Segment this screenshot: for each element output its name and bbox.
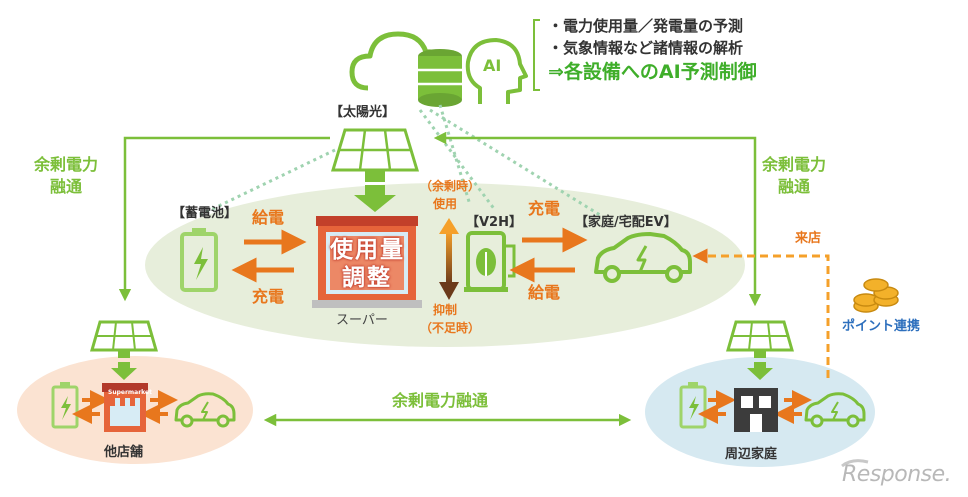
ai-head-icon xyxy=(465,38,528,104)
visit-dashed-line xyxy=(692,248,830,378)
shortage-time-label: （不足時） xyxy=(420,321,481,335)
nearby-house-icon xyxy=(734,388,778,432)
solar-panel-right xyxy=(726,320,794,380)
use-label: 使用 xyxy=(433,197,458,211)
supply-label-ev: 給電 xyxy=(528,283,561,302)
store-sign: 使用量 調整 xyxy=(330,236,404,292)
solar-panel-left xyxy=(90,320,158,380)
battery-label: 【蓄電池】 xyxy=(172,206,238,221)
ai-features-list: ・電力使用量／発電量の予測 ・気象情報など諸情報の解析 ⇒各設備へのAI予測制御 xyxy=(548,15,757,83)
bullet-analysis: ・気象情報など諸情報の解析 xyxy=(548,39,744,57)
surplus-exchange-lines xyxy=(118,131,762,427)
right-orange-arrows xyxy=(698,390,812,424)
other-store-building xyxy=(102,383,148,432)
right-exchange-line1: 余剰電力 xyxy=(762,155,827,174)
ai-label: AI xyxy=(483,56,501,75)
left-exchange-label: 余剰電力 融通 xyxy=(34,154,98,198)
store-sign-line2: 調整 xyxy=(342,265,392,291)
visit-label: 来店 xyxy=(795,231,822,246)
supermarket-label: スーパー xyxy=(336,313,388,328)
left-ev-icon xyxy=(174,392,236,428)
battery-icon xyxy=(180,228,218,292)
point-link-label: ポイント連携 xyxy=(842,319,921,334)
database-icon xyxy=(418,49,462,107)
store-sign-line1: 使用量 xyxy=(330,237,405,263)
bullet-forecast: ・電力使用量／発電量の予測 xyxy=(548,17,744,35)
solar-label: 【太陽光】 xyxy=(330,105,396,120)
other-store-label: 他店舗 xyxy=(104,445,144,460)
home-ev-car-icon xyxy=(594,232,692,283)
use-suppress-arrow xyxy=(439,218,459,300)
supermarket-store xyxy=(312,216,422,308)
right-ev-icon xyxy=(804,392,866,428)
supply-label: 給電 xyxy=(252,208,285,227)
brand-watermark: Response. xyxy=(842,462,952,487)
bullet-bracket xyxy=(533,19,540,91)
v2h-label: 【V2H】 xyxy=(466,215,522,230)
v2h-ev-arrows xyxy=(509,227,588,283)
home-ev-label: 【家庭/宅配EV】 xyxy=(575,215,677,230)
right-exchange-line2: 融通 xyxy=(778,177,811,196)
solar-to-store-arrow xyxy=(354,185,396,212)
coins-icon xyxy=(853,278,899,313)
solar-panel-main xyxy=(330,128,420,182)
charge-label-ev: 充電 xyxy=(528,199,561,218)
right-exchange-label: 余剰電力 融通 xyxy=(762,154,826,198)
left-exchange-line2: 融通 xyxy=(50,177,83,196)
brand-swoosh-icon xyxy=(841,459,869,468)
supermarket-sign: Supermarket xyxy=(108,389,152,396)
ai-control-text: ⇒各設備へのAI予測制御 xyxy=(548,61,757,83)
suppress-label: 抑制 xyxy=(433,303,458,317)
charge-label: 充電 xyxy=(252,287,285,306)
surplus-time-label: （余剰時） xyxy=(420,179,481,193)
left-exchange-line1: 余剰電力 xyxy=(34,155,99,174)
bottom-exchange-label: 余剰電力融通 xyxy=(392,391,489,410)
nearby-homes-label: 周辺家庭 xyxy=(725,447,778,462)
battery-store-arrows xyxy=(231,229,307,283)
left-orange-arrows xyxy=(72,390,178,424)
